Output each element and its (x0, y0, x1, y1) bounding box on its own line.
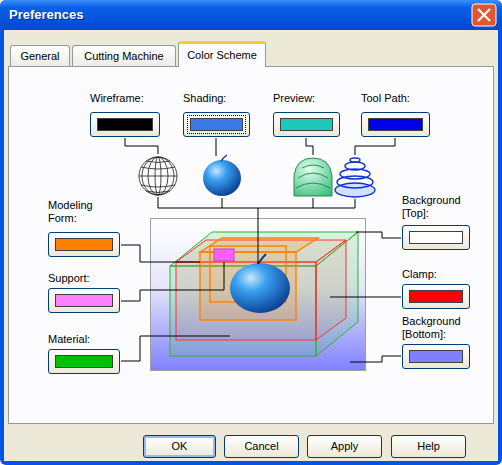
color-button: Support: (48, 272, 128, 313)
color-label: Wireframe: (90, 92, 170, 105)
color-label: Tool Path: (361, 92, 441, 105)
color-button: Shading: (183, 92, 263, 137)
preview-icon (294, 158, 332, 196)
push-button: Cancel (224, 435, 299, 458)
color-button-face (402, 344, 470, 369)
tab: Cutting Machine (72, 45, 176, 66)
color-swatch (409, 231, 463, 244)
color-button-face (48, 288, 120, 313)
close-button (472, 4, 496, 26)
window-body (4, 30, 498, 461)
title-bar (0, 0, 502, 30)
color-button-face (402, 284, 470, 309)
window-title: Preferences (9, 7, 83, 22)
color-label: Background [Top]: (402, 194, 482, 220)
push-button: Help (391, 435, 466, 458)
color-button: Background [Bottom]: (402, 315, 482, 369)
color-button: Clamp: (402, 268, 482, 309)
push-button: Apply (307, 435, 382, 458)
color-swatch (55, 238, 113, 251)
color-button: Material: (48, 333, 128, 374)
color-swatch (55, 355, 113, 368)
color-button-face (183, 112, 250, 137)
color-button: Preview: (273, 92, 353, 137)
color-label: Support: (48, 272, 128, 285)
color-label: Background [Bottom]: (402, 315, 482, 341)
color-swatch (409, 290, 463, 303)
tab-label: General (20, 50, 59, 63)
color-swatch (280, 118, 333, 131)
tab: Color Scheme (178, 41, 266, 67)
color-swatch (409, 350, 463, 363)
color-button-face (48, 232, 120, 257)
tab: General (10, 45, 70, 66)
color-button-face (361, 112, 430, 137)
modeling-form (200, 238, 318, 320)
apple-model (230, 254, 290, 313)
leader-lines (121, 138, 401, 362)
color-label: Clamp: (402, 268, 482, 281)
tab-label: Color Scheme (187, 49, 257, 62)
color-swatch (368, 118, 423, 131)
button-label: Cancel (244, 440, 278, 453)
color-button: Background [Top]: (402, 194, 482, 250)
color-swatch (97, 118, 153, 131)
color-label: Shading: (183, 92, 263, 105)
shading-icon (203, 155, 241, 196)
color-swatch (55, 294, 113, 307)
color-label: Material: (48, 333, 128, 346)
color-swatch (190, 118, 243, 131)
button-label: OK (172, 440, 188, 453)
wireframe-icon (139, 157, 177, 195)
color-label: Preview: (273, 92, 353, 105)
color-button-face (402, 225, 470, 250)
color-button: Modeling Form: (48, 199, 120, 257)
color-label: Modeling Form: (48, 199, 116, 225)
color-button-face (90, 112, 160, 137)
button-label: Help (417, 440, 440, 453)
focus-rect (187, 115, 246, 134)
color-button-face (273, 112, 340, 137)
pointer-tip (258, 262, 259, 264)
color-button: Tool Path: (361, 92, 441, 137)
button-label: Apply (331, 440, 359, 453)
material-box (170, 232, 358, 356)
tab-panel (9, 67, 494, 424)
toolpath-icon (335, 158, 375, 197)
color-button-face (48, 349, 120, 374)
push-button: OK (143, 435, 216, 458)
close-icon (478, 9, 490, 21)
color-button: Wireframe: (90, 92, 170, 137)
support-block (214, 249, 234, 261)
mode-icons (139, 155, 375, 197)
tab-label: Cutting Machine (84, 50, 164, 63)
